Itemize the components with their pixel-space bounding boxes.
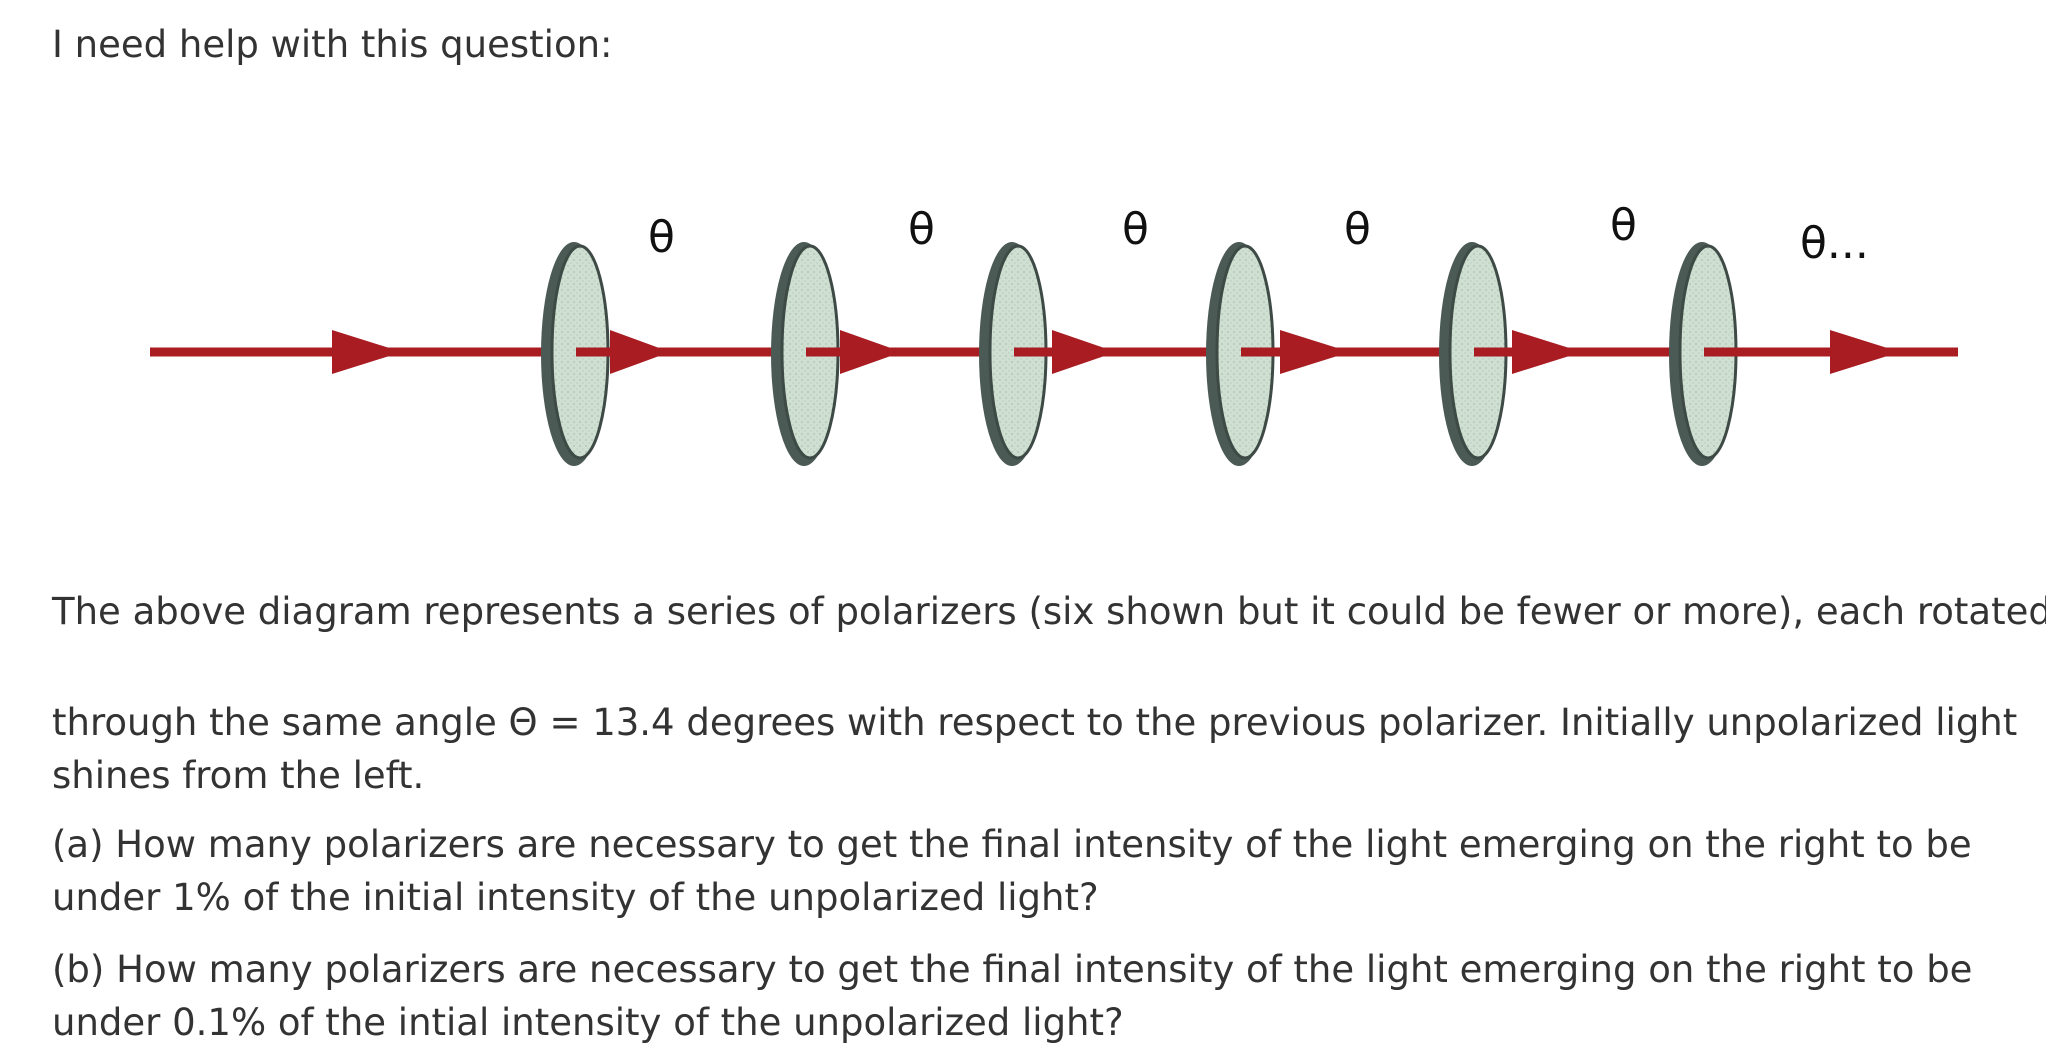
setup-line-2: shines from the left. — [52, 754, 425, 797]
beam-arrow — [332, 330, 402, 374]
description-line: The above diagram represents a series of… — [52, 590, 2046, 633]
polarizer-diagram: θ θ θ θ θ θ... — [150, 200, 1958, 466]
light-beam — [150, 330, 1958, 374]
description-paragraph: The above diagram represents a series of… — [52, 585, 2046, 638]
angle-label: θ — [648, 212, 675, 263]
intro-text: I need help with this question: — [52, 23, 613, 66]
angle-label: θ — [1610, 200, 1637, 251]
beam-arrow — [1052, 330, 1116, 374]
polarizer-4 — [1206, 242, 1275, 466]
angle-label: θ... — [1800, 218, 1869, 269]
beam-arrow — [1830, 330, 1900, 374]
setup-paragraph: through the same angle Θ = 13.4 degrees … — [52, 696, 2017, 802]
setup-line-1: through the same angle Θ = 13.4 degrees … — [52, 701, 2018, 744]
part-b-line-1: (b) How many polarizers are necessary to… — [52, 948, 1973, 991]
beam-arrow — [610, 330, 670, 374]
part-a-line-1: (a) How many polarizers are necessary to… — [52, 823, 1972, 866]
angle-label: θ — [1122, 204, 1149, 255]
part-a-question: (a) How many polarizers are necessary to… — [52, 818, 1972, 924]
polarizer-1 — [541, 242, 610, 466]
beam-arrow — [1280, 330, 1350, 374]
part-b-line-2: under 0.1% of the intial intensity of th… — [52, 1001, 1124, 1044]
angle-label: θ — [1344, 204, 1371, 255]
beam-arrow — [840, 330, 902, 374]
part-b-question: (b) How many polarizers are necessary to… — [52, 943, 1972, 1049]
part-a-line-2: under 1% of the initial intensity of the… — [52, 876, 1099, 919]
beam-arrow — [1512, 330, 1582, 374]
angle-label: θ — [908, 204, 935, 255]
